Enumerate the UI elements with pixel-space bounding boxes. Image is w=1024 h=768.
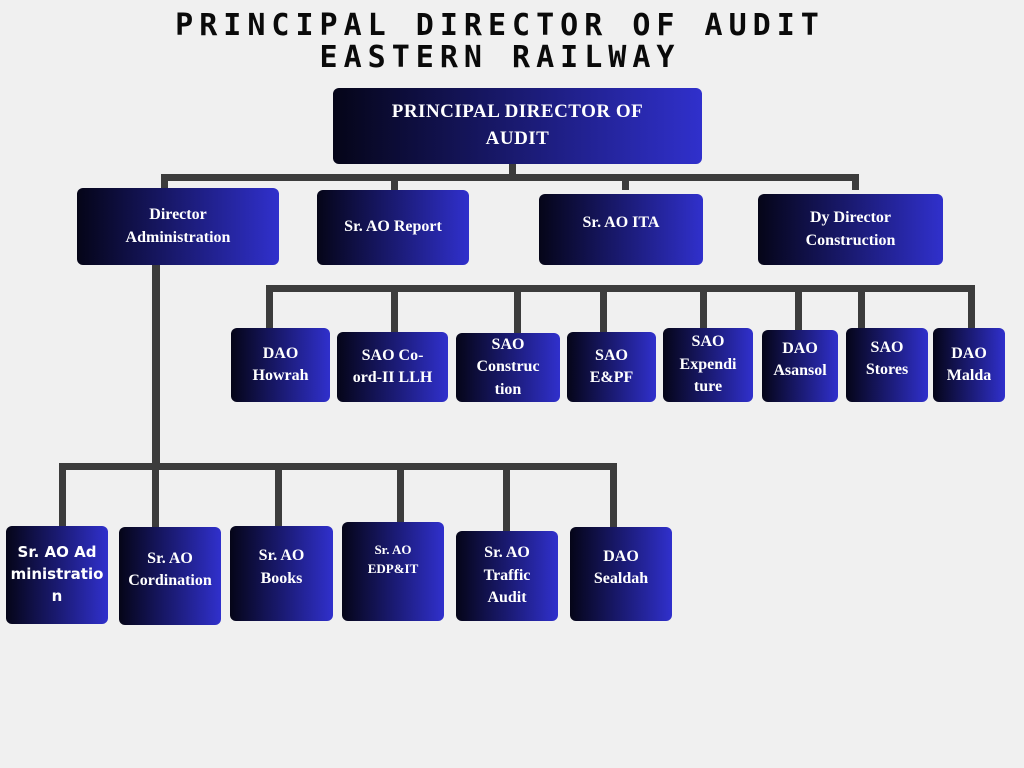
connector bbox=[622, 174, 629, 190]
node-label: DAO Howrah bbox=[252, 344, 309, 384]
node-dao-asansol: DAO Asansol bbox=[762, 330, 838, 402]
connector bbox=[600, 285, 607, 332]
node-principal-director: PRINCIPAL DIRECTOR OF AUDIT bbox=[333, 88, 702, 164]
node-label: SAO Co-ord-II LLH bbox=[352, 346, 433, 386]
connector bbox=[59, 463, 66, 526]
node-label: DAO Asansol bbox=[773, 339, 827, 379]
node-label: SAO Construc tion bbox=[476, 335, 540, 398]
node-sr-ao-edp-it: Sr. AO EDP&IT bbox=[342, 522, 444, 621]
node-dao-malda: DAO Malda bbox=[933, 328, 1005, 402]
connector bbox=[858, 285, 865, 328]
connector bbox=[700, 285, 707, 328]
node-label: Sr. AO Books bbox=[258, 547, 305, 587]
node-label: SAO Stores bbox=[865, 338, 909, 378]
connector bbox=[795, 285, 802, 330]
connector bbox=[397, 463, 404, 522]
node-sr-ao-cordination: Sr. AO Cordination bbox=[119, 527, 221, 625]
connector bbox=[267, 285, 975, 292]
node-sr-ao-books: Sr. AO Books bbox=[230, 526, 333, 621]
connector bbox=[152, 264, 160, 469]
connector bbox=[968, 285, 975, 328]
node-label: Sr. AO Report bbox=[344, 218, 442, 236]
connector bbox=[391, 285, 398, 332]
connector bbox=[275, 463, 282, 526]
node-sr-ao-traffic-audit: Sr. AO Traffic Audit bbox=[456, 531, 558, 621]
connector bbox=[61, 463, 617, 470]
node-dao-sealdah: DAO Sealdah bbox=[570, 527, 672, 621]
node-sao-expenditure: SAO Expendi ture bbox=[663, 328, 753, 402]
node-label: SAO Expendi ture bbox=[679, 333, 737, 396]
connector bbox=[503, 463, 510, 531]
connector bbox=[610, 463, 617, 527]
node-sr-ao-report: Sr. AO Report bbox=[317, 190, 469, 265]
node-label: Sr. AO Traffic Audit bbox=[483, 544, 531, 607]
node-label: Sr. AO Administration bbox=[10, 543, 104, 605]
node-sao-construction: SAO Construc tion bbox=[456, 333, 560, 402]
node-label: DAO Sealdah bbox=[593, 547, 649, 587]
node-dao-howrah: DAO Howrah bbox=[231, 328, 330, 402]
connector bbox=[509, 163, 516, 177]
node-label: PRINCIPAL DIRECTOR OF AUDIT bbox=[391, 101, 644, 149]
node-sao-epf: SAO E&PF bbox=[567, 332, 656, 402]
node-label: DAO Malda bbox=[946, 344, 992, 384]
node-sao-stores: SAO Stores bbox=[846, 328, 928, 402]
connector bbox=[514, 285, 521, 333]
node-label: Sr. AO ITA bbox=[582, 214, 660, 232]
node-dy-director-construction: Dy Director Construction bbox=[758, 194, 943, 265]
node-label: Sr. AO Cordination bbox=[128, 549, 212, 589]
node-sr-ao-administration: Sr. AO Administration bbox=[6, 526, 108, 624]
node-label: Dy Director Construction bbox=[805, 209, 896, 249]
node-label: Sr. AO EDP&IT bbox=[367, 542, 419, 576]
chart-title: PRINCIPAL DIRECTOR OF AUDIT EASTERN RAIL… bbox=[175, 8, 825, 75]
node-sao-coord-llh: SAO Co-ord-II LLH bbox=[337, 332, 448, 402]
connector bbox=[852, 174, 859, 190]
connector bbox=[161, 174, 168, 188]
connector bbox=[391, 174, 398, 190]
connector bbox=[161, 174, 859, 181]
connector bbox=[266, 285, 273, 328]
node-sr-ao-ita: Sr. AO ITA bbox=[539, 194, 703, 265]
node-director-administration: Director Administration bbox=[77, 188, 279, 265]
node-label: Director Administration bbox=[125, 206, 231, 246]
node-label: SAO E&PF bbox=[589, 346, 634, 386]
connector bbox=[152, 463, 159, 527]
